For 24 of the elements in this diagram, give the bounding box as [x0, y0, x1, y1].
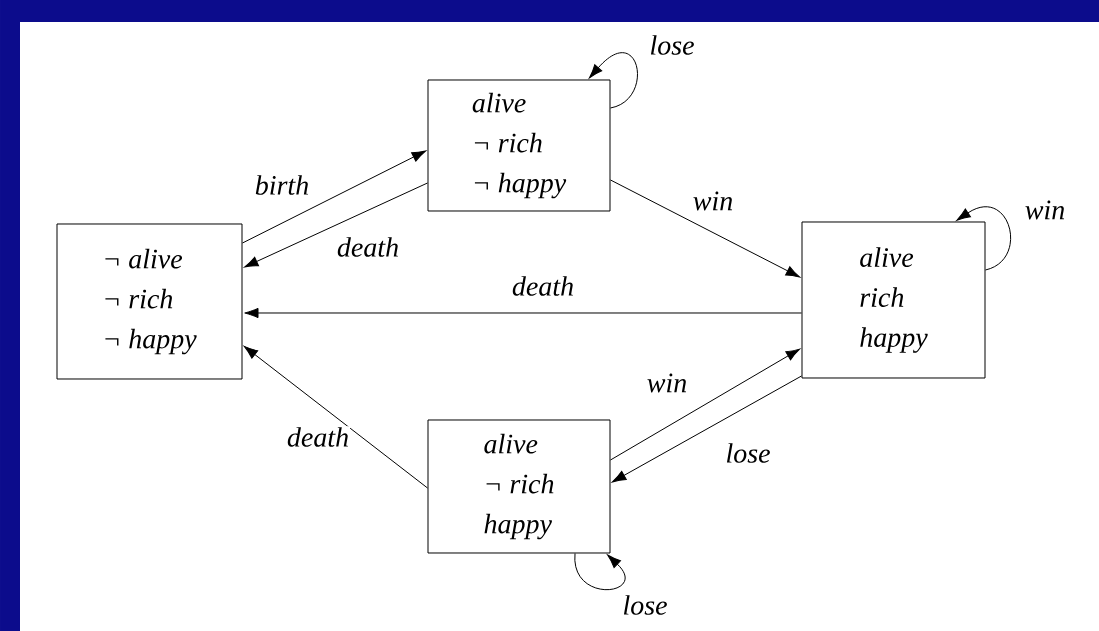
arrow	[574, 553, 626, 591]
state-box: alive rich happy	[801, 221, 986, 379]
arrow	[244, 307, 802, 319]
edge-label: lose	[648, 34, 696, 56]
arrow	[244, 182, 428, 268]
arrow	[611, 375, 802, 483]
edge-label: lose	[621, 594, 669, 616]
arrow	[610, 179, 800, 278]
arrow	[956, 206, 1012, 271]
edge-label: lose	[724, 442, 772, 464]
edge-label: death	[285, 426, 351, 448]
edge-label: win	[645, 372, 689, 394]
edge-label: win	[1023, 199, 1067, 221]
arrow	[242, 150, 426, 244]
state-box: ¬ alive ¬ rich ¬ happy	[56, 223, 243, 380]
arrow	[589, 52, 638, 109]
state-box: alive ¬ rich ¬ happy	[427, 79, 611, 212]
state-box: alive ¬ rich happy	[427, 419, 611, 554]
edge-label: win	[691, 190, 735, 212]
edge-label: death	[335, 236, 401, 258]
arrow	[610, 348, 801, 461]
arrow	[243, 345, 428, 489]
edge-label: birth	[253, 174, 311, 196]
edge-label: death	[510, 275, 576, 297]
